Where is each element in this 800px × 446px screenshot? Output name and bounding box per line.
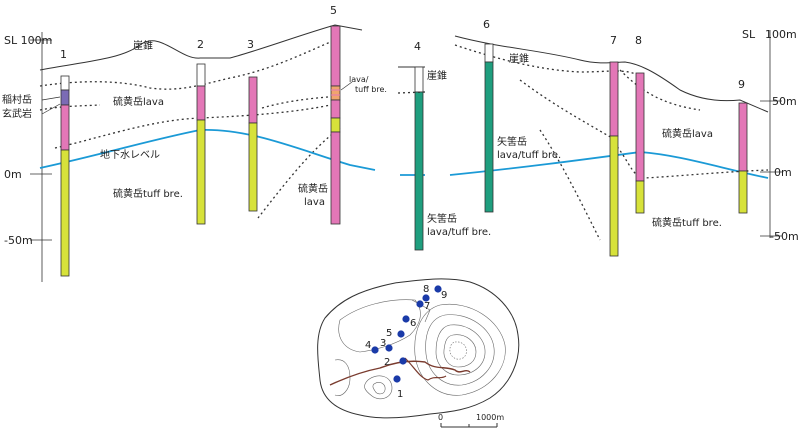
- label-groundwater: 地下水レベル: [100, 148, 160, 161]
- borehole-4: 4: [397, 40, 426, 251]
- label-inamuradake: 稲村岳: [2, 93, 32, 106]
- yahazudake-boundary-right: [519, 79, 616, 141]
- borehole-4-label: 4: [414, 40, 421, 53]
- map-point-6: [402, 315, 410, 323]
- lava-tuff-boundary-right: [609, 139, 769, 179]
- label-yahazudake-6-b: lava/tuff bre.: [497, 150, 561, 161]
- label-talus-4: 崖錐: [427, 69, 447, 82]
- map-point-9: [434, 285, 442, 293]
- contour-5: [338, 299, 421, 353]
- left-axis-tick-minus50: -50m: [4, 234, 33, 247]
- label-yahazudake-4-b: lava/tuff bre.: [427, 227, 491, 238]
- label-talus-left: 崖錐: [133, 39, 153, 52]
- borehole-3: 3: [247, 38, 258, 212]
- right-axis-tick-100: 100m: [765, 28, 797, 41]
- contour-4: [443, 334, 477, 368]
- map-point-2: [399, 357, 407, 365]
- right-axis-tick-50: 50m: [772, 95, 797, 108]
- label-yahazudake-4-a: 矢筈岳: [427, 212, 457, 225]
- borehole-8-label: 8: [635, 34, 642, 47]
- borehole-3-label: 3: [247, 38, 254, 51]
- map-label-6: 6: [410, 318, 416, 329]
- talus-boundary-left: [39, 39, 336, 90]
- contour-3: [435, 324, 486, 376]
- map-label-5: 5: [386, 328, 392, 339]
- borehole-5: 5: [330, 4, 341, 225]
- map-point-1: [393, 375, 401, 383]
- contour-7: [372, 382, 386, 395]
- left-elevation-axis: SL 100m 0m -50m: [4, 32, 52, 282]
- right-elevation-axis: SL 100m 50m 0m -50m: [742, 28, 799, 243]
- map-point-5: [397, 330, 405, 338]
- groundwater-line-right: [400, 151, 769, 179]
- contour-1: [414, 303, 506, 396]
- fault-line-2: [404, 357, 447, 381]
- map-point-8: [422, 294, 430, 302]
- map-label-8: 8: [423, 284, 429, 295]
- fault-line: [329, 360, 471, 386]
- label-iodake-lava-right: 硫黄岳lava: [662, 127, 713, 140]
- left-axis-tick-0: 0m: [4, 168, 22, 181]
- label-talus-right: 崖錐: [509, 52, 529, 65]
- right-axis-tick-minus50: -50m: [770, 230, 799, 243]
- map-label-2: 2: [384, 357, 390, 368]
- borehole-1: 1: [60, 48, 70, 277]
- borehole-6-label: 6: [483, 18, 490, 31]
- talus-boundary-right: [454, 44, 641, 77]
- scale-start-label: 0: [438, 413, 443, 422]
- borehole-1-label: 1: [60, 48, 67, 61]
- label-iodake-lava-5-b: lava: [304, 197, 325, 208]
- lava-tuff-boundary-5: [261, 95, 341, 109]
- label-lava-tuff-a: lava/: [349, 75, 369, 84]
- crater: [449, 341, 467, 360]
- borehole-9: 9: [738, 78, 748, 214]
- map-scale-bar: 0 1000m: [438, 413, 504, 428]
- label-iodake-lava-5-a: 硫黄岳: [298, 182, 328, 195]
- ground-surface-right: [454, 35, 769, 113]
- island-outline: [317, 278, 520, 419]
- borehole-6: 6: [483, 18, 494, 213]
- contour-6: [364, 375, 393, 400]
- label-basalt: 玄武岩: [2, 107, 32, 120]
- right-axis-tick-0: 0m: [774, 166, 792, 179]
- groundwater-line: [39, 129, 376, 171]
- label-yahazudake-6-a: 矢筈岳: [497, 135, 527, 148]
- label-iodake-tuff-left: 硫黄岳tuff bre.: [113, 187, 183, 200]
- map-label-4: 4: [365, 340, 371, 351]
- map-label-7: 7: [424, 301, 430, 312]
- borehole-5-label: 5: [330, 4, 337, 17]
- leader-basalt: [41, 103, 61, 115]
- label-iodake-tuff-right: 硫黄岳tuff bre.: [652, 216, 722, 229]
- yahazudake-boundary-right-2: [539, 129, 601, 241]
- lava-boundary-right-upper: [619, 69, 701, 111]
- left-axis-title: SL 100m: [4, 34, 52, 47]
- borehole-2-label: 2: [197, 38, 204, 51]
- borehole-8: 8: [635, 34, 645, 214]
- ground-surface-left: [39, 24, 363, 71]
- scale-end-label: 1000m: [476, 413, 504, 422]
- map-label-9: 9: [441, 290, 447, 301]
- map-label-3: 3: [380, 338, 386, 349]
- right-axis-title: SL: [742, 28, 756, 41]
- borehole-9-label: 9: [738, 78, 745, 91]
- label-iodake-lava-left: 硫黄岳lava: [113, 95, 164, 108]
- map-point-7: [416, 300, 424, 308]
- island-map: 1 2 3 4 5 6 7 8 9 0 1000m: [317, 278, 520, 428]
- contour-2: [425, 314, 495, 386]
- lava-base-5: [257, 127, 341, 219]
- map-label-1: 1: [397, 389, 403, 400]
- map-point-4: [371, 346, 379, 354]
- lava-boundary-left: [54, 103, 336, 149]
- borehole-7-label: 7: [610, 34, 617, 47]
- borehole-2: 2: [196, 38, 206, 225]
- contour-8: [334, 359, 351, 396]
- basalt-boundary: [39, 104, 101, 111]
- leader-inamuradake: [41, 96, 61, 101]
- borehole-7: 7: [609, 34, 619, 257]
- leader-lava-tuff: [340, 81, 353, 91]
- map-point-3: [385, 344, 393, 352]
- label-lava-tuff-b: tuff bre.: [355, 85, 387, 94]
